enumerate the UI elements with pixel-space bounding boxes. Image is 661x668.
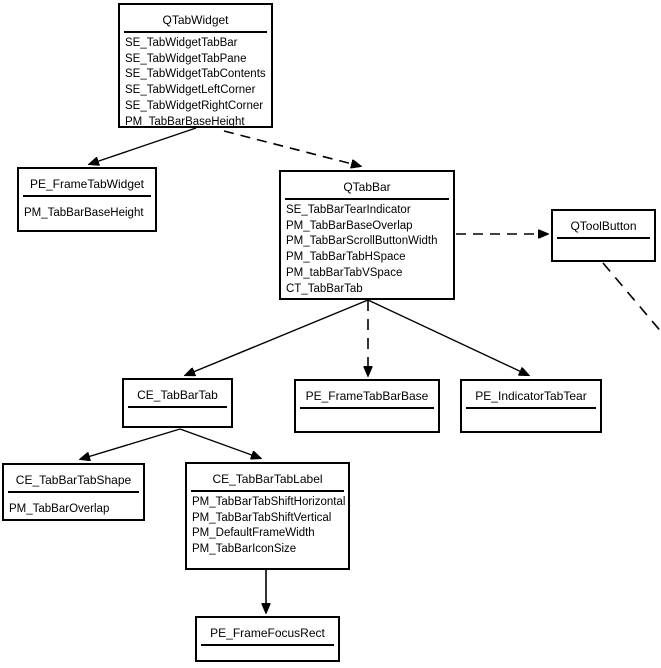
node-item: PM_DefaultFrameWidth bbox=[192, 527, 315, 540]
node-item: SE_TabWidgetRightCorner bbox=[125, 99, 264, 112]
node-item: PM_TabBarBaseHeight bbox=[125, 115, 245, 128]
node-items bbox=[462, 409, 600, 414]
node-items: PM_TabBarOverlap bbox=[4, 493, 143, 520]
separator bbox=[300, 407, 434, 409]
node-title: QTabBar bbox=[343, 180, 391, 194]
separator bbox=[124, 31, 267, 33]
node-title: QToolButton bbox=[570, 219, 637, 233]
node-items: PM_TabBarBaseHeight bbox=[19, 197, 155, 224]
node-title: PE_IndicatorTabTear bbox=[475, 389, 587, 403]
edge-qtabwidget-to-pe-frametabwidget bbox=[90, 127, 197, 164]
node-item: PM_TabBarTabShiftVertical bbox=[192, 511, 332, 524]
node-item: PM_TabBarBaseHeight bbox=[24, 207, 144, 219]
node-item: PM_tabBarTabVSpace bbox=[286, 266, 403, 279]
node-item: PM_TabBarBaseOverlap bbox=[286, 219, 413, 232]
node-items bbox=[197, 646, 338, 651]
node-title: PE_FrameTabBarBase bbox=[305, 389, 429, 403]
node-item: CT_TabBarTab bbox=[286, 282, 363, 295]
node-items bbox=[124, 408, 231, 413]
node-title: CE_TabBarTabShape bbox=[15, 473, 132, 487]
node-item: SE_TabBarTearIndicator bbox=[286, 204, 411, 216]
node-item: PM_TabBarScrollButtonWidth bbox=[286, 235, 438, 248]
node-title: PE_FrameTabWidget bbox=[29, 177, 145, 191]
separator bbox=[557, 237, 650, 239]
node-ce-tabbartablabel: CE_TabBarTabLabel PM_TabBarTabShiftHoriz… bbox=[185, 462, 350, 570]
node-item: SE_TabWidgetTabBar bbox=[125, 37, 238, 49]
node-item: PM_TabBarTabHSpace bbox=[286, 251, 406, 264]
separator bbox=[201, 644, 334, 646]
node-pe-frametabbarbase: PE_FrameTabBarBase bbox=[294, 379, 440, 433]
node-pe-frametabwidget: PE_FrameTabWidget PM_TabBarBaseHeight bbox=[17, 167, 157, 232]
node-ce-tabbartabshape: CE_TabBarTabShape PM_TabBarOverlap bbox=[2, 463, 145, 521]
node-title: PE_FrameFocusRect bbox=[210, 626, 325, 640]
edge-qtabbar-to-pe-indicatortabtear bbox=[367, 299, 528, 375]
node-items bbox=[553, 239, 654, 244]
separator bbox=[128, 406, 227, 408]
node-title: QTabWidget bbox=[162, 13, 229, 27]
node-item: SE_TabWidgetTabContents bbox=[125, 68, 266, 81]
edge-ce-tabbartab-to-ce-tabbartabshape bbox=[81, 428, 181, 459]
separator bbox=[8, 491, 139, 493]
edge-qtabwidget-to-qtabbar bbox=[223, 130, 360, 166]
edge-qtabbar-to-ce-tabbartab bbox=[186, 299, 369, 375]
node-items bbox=[296, 409, 438, 414]
node-title: CE_TabBarTab bbox=[137, 388, 218, 402]
separator bbox=[23, 195, 151, 197]
node-ce-tabbartab: CE_TabBarTab bbox=[122, 378, 233, 428]
separator bbox=[285, 198, 449, 200]
node-item: SE_TabWidgetLeftCorner bbox=[125, 84, 256, 97]
node-pe-framefocusrect: PE_FrameFocusRect bbox=[195, 616, 340, 662]
node-item: PM_TabBarIconSize bbox=[192, 543, 297, 556]
node-qtoolbutton: QToolButton bbox=[551, 209, 656, 262]
node-item: PM_TabBarOverlap bbox=[9, 503, 110, 515]
node-item: SE_TabWidgetTabPane bbox=[125, 52, 247, 65]
node-item: PM_TabBarTabShiftHorizontal bbox=[192, 496, 346, 508]
node-title: CE_TabBarTabLabel bbox=[212, 472, 323, 486]
edge-ce-tabbartab-to-ce-tabbartablabel bbox=[179, 428, 260, 458]
edge-qtoolbutton-to-offscreen bbox=[602, 262, 661, 333]
separator bbox=[191, 490, 344, 492]
node-pe-indicatortabtear: PE_IndicatorTabTear bbox=[460, 379, 602, 433]
separator bbox=[466, 407, 596, 409]
